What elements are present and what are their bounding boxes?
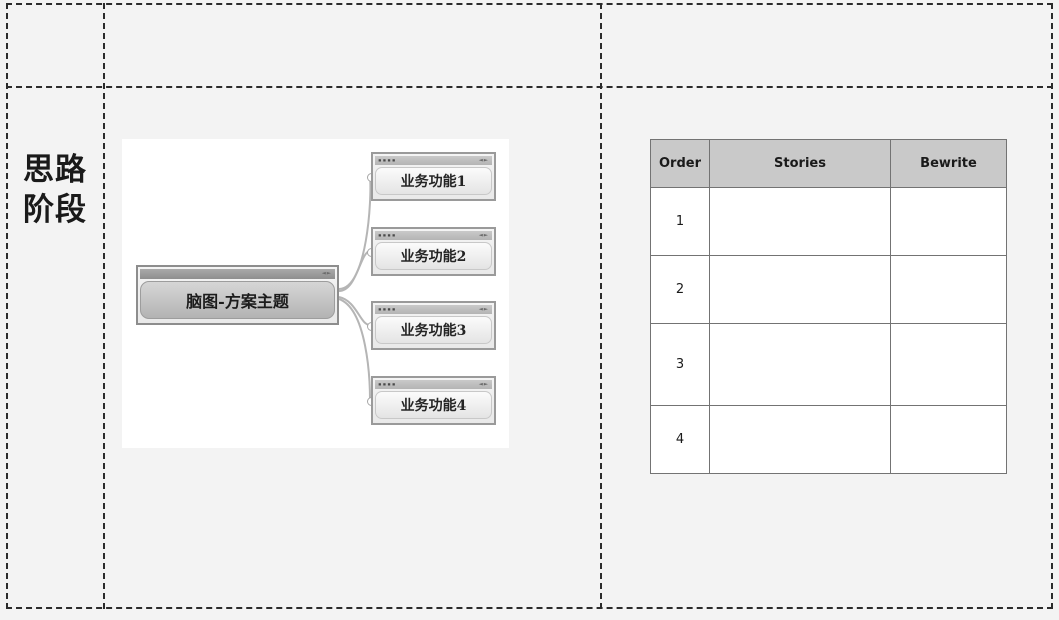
collapse-arrows-icon[interactable]: ◄► <box>478 380 489 388</box>
column-header-stories[interactable]: Stories <box>709 139 891 188</box>
cell-bewrite-4[interactable] <box>890 405 1007 474</box>
cell-order-3: 3 <box>650 323 710 406</box>
branch-4-body: 业务功能4 <box>375 391 492 419</box>
table-header-row: Order Stories Bewrite <box>650 139 1007 188</box>
branch-1-body: 业务功能1 <box>375 167 492 195</box>
grip-dots-icon: ▪▪▪▪ <box>378 157 397 164</box>
branch-4-titlebar: ▪▪▪▪ ◄► <box>375 380 492 389</box>
cell-order-4: 4 <box>650 405 710 474</box>
stories-table: Order Stories Bewrite 1 2 3 4 <box>650 139 1007 474</box>
mindmap-branch-node-3[interactable]: ▪▪▪▪ ◄► 业务功能3 <box>371 301 496 350</box>
table-row[interactable]: 2 <box>650 255 1007 324</box>
branch-4-label: 业务功能4 <box>400 398 467 414</box>
cell-bewrite-3[interactable] <box>890 323 1007 406</box>
central-node-body: 脑图-方案主题 <box>140 281 335 319</box>
grid-divider-vertical-1 <box>103 3 105 609</box>
column-header-order[interactable]: Order <box>650 139 710 188</box>
stories-table-head: Order Stories Bewrite <box>650 139 1007 188</box>
branch-2-label: 业务功能2 <box>400 249 467 265</box>
branch-3-label: 业务功能3 <box>400 323 467 339</box>
cell-order-1: 1 <box>650 187 710 256</box>
branch-3-titlebar: ▪▪▪▪ ◄► <box>375 305 492 314</box>
branch-2-titlebar: ▪▪▪▪ ◄► <box>375 231 492 240</box>
table-row[interactable]: 3 <box>650 323 1007 406</box>
cell-bewrite-1[interactable] <box>890 187 1007 256</box>
table-row[interactable]: 4 <box>650 405 1007 474</box>
table-row[interactable]: 1 <box>650 187 1007 256</box>
stage-label: 思路 阶段 <box>8 150 102 230</box>
cell-stories-1[interactable] <box>709 187 891 256</box>
stage-label-line-2: 阶段 <box>23 192 87 228</box>
central-node-titlebar: ◄► <box>140 269 335 279</box>
mindmap-panel: ◄► 脑图-方案主题 ▪▪▪▪ ◄► 业务功能1 ▪▪▪▪ ◄► 业务功能2 <box>122 139 509 448</box>
grip-dots-icon: ▪▪▪▪ <box>378 232 397 239</box>
grid-divider-horizontal-1 <box>6 86 1053 88</box>
branch-2-body: 业务功能2 <box>375 242 492 270</box>
collapse-arrows-icon[interactable]: ◄► <box>478 156 489 164</box>
collapse-arrows-icon[interactable]: ◄► <box>321 269 332 277</box>
branch-3-body: 业务功能3 <box>375 316 492 344</box>
central-node-label: 脑图-方案主题 <box>186 292 289 311</box>
mindmap-branch-node-2[interactable]: ▪▪▪▪ ◄► 业务功能2 <box>371 227 496 276</box>
collapse-arrows-icon[interactable]: ◄► <box>478 305 489 313</box>
cell-order-2: 2 <box>650 255 710 324</box>
cell-stories-2[interactable] <box>709 255 891 324</box>
branch-1-label: 业务功能1 <box>400 174 467 190</box>
outer-grid-frame <box>6 3 1053 609</box>
stories-table-body: 1 2 3 4 <box>650 187 1007 474</box>
mindmap-branch-node-4[interactable]: ▪▪▪▪ ◄► 业务功能4 <box>371 376 496 425</box>
branch-1-titlebar: ▪▪▪▪ ◄► <box>375 156 492 165</box>
column-header-bewrite[interactable]: Bewrite <box>890 139 1007 188</box>
cell-stories-4[interactable] <box>709 405 891 474</box>
cell-stories-3[interactable] <box>709 323 891 406</box>
mindmap-branch-node-1[interactable]: ▪▪▪▪ ◄► 业务功能1 <box>371 152 496 201</box>
stage-label-line-1: 思路 <box>23 152 87 188</box>
mindmap-central-node[interactable]: ◄► 脑图-方案主题 <box>136 265 339 325</box>
cell-bewrite-2[interactable] <box>890 255 1007 324</box>
grid-divider-vertical-2 <box>600 3 602 609</box>
collapse-arrows-icon[interactable]: ◄► <box>478 231 489 239</box>
grip-dots-icon: ▪▪▪▪ <box>378 306 397 313</box>
grip-dots-icon: ▪▪▪▪ <box>378 381 397 388</box>
